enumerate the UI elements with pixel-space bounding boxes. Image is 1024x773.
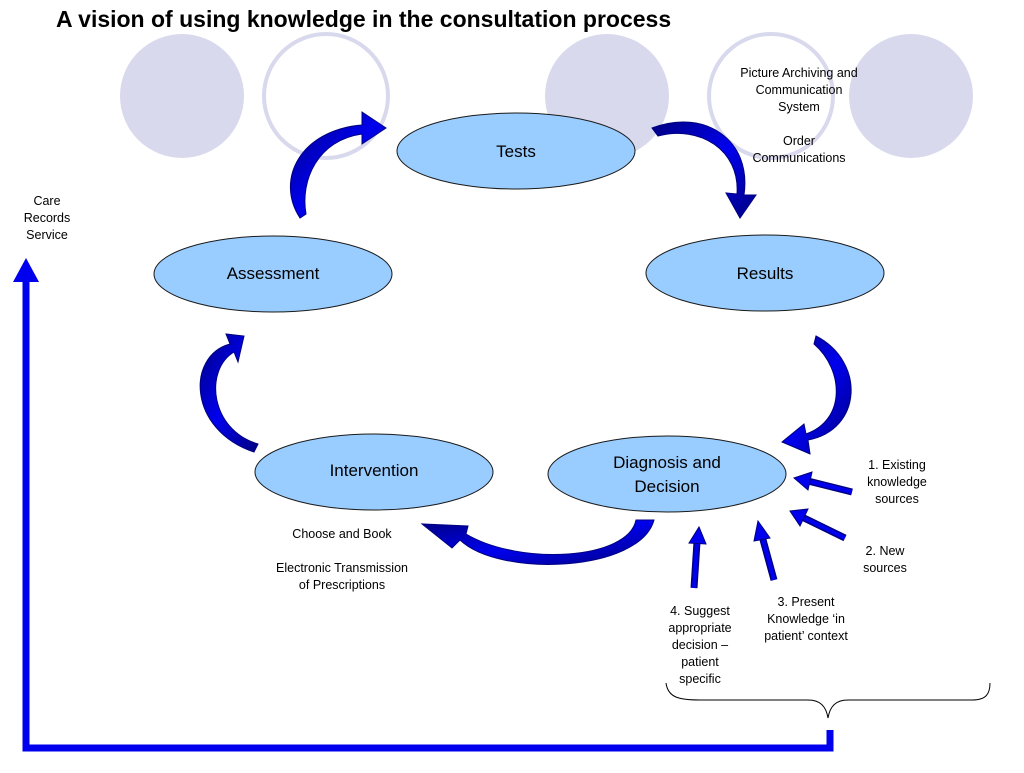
note-present-line2: Knowledge ‘in xyxy=(767,612,845,626)
note-etp-line1: Electronic Transmission xyxy=(276,561,408,575)
node-label-assessment: Assessment xyxy=(226,264,320,283)
arrow-assessment-to-tests xyxy=(290,111,387,219)
note-existing-line2: knowledge xyxy=(867,475,927,489)
note-pacs-line2: Communication xyxy=(755,83,843,97)
page-title: A vision of using knowledge in the consu… xyxy=(56,6,672,32)
note-present-line1: 3. Present xyxy=(777,595,835,609)
node-intervention xyxy=(254,433,494,511)
arrow-diagnosis-to-intervention xyxy=(420,519,655,565)
note-pacs: Picture Archiving and Communication Syst… xyxy=(718,65,880,116)
note-suggest-line4: patient xyxy=(681,655,719,669)
arrow-intervention-to-assessment xyxy=(199,333,259,453)
node-results xyxy=(645,234,885,312)
note-electronic-transmission: Electronic Transmission of Prescriptions xyxy=(257,560,427,594)
feedback-loop-arrow xyxy=(22,280,834,752)
decor-circle-4 xyxy=(707,32,835,160)
node-diagnosis xyxy=(547,435,787,513)
node-label-tests: Tests xyxy=(496,142,536,161)
note-pacs-line3: System xyxy=(778,100,820,114)
grouping-brace xyxy=(665,682,991,719)
note-care-line2: Records xyxy=(23,211,71,225)
node-label-intervention: Intervention xyxy=(329,461,419,480)
note-order-communications: Order Communications xyxy=(728,133,870,167)
note-new-line2: sources xyxy=(863,561,907,575)
note-existing-knowledge: 1. Existing knowledge sources xyxy=(848,457,946,508)
arrow-results-to-diagnosis xyxy=(781,335,852,455)
note-suggest-line2: appropriate xyxy=(668,621,732,635)
knowledge-arrow-present xyxy=(753,519,778,581)
note-pacs-line1: Picture Archiving and xyxy=(740,66,858,80)
note-care-line1: Care xyxy=(33,194,61,208)
note-suggest-decision: 4. Suggest appropriate decision – patien… xyxy=(654,603,746,688)
note-suggest-line3: decision – xyxy=(671,638,729,652)
knowledge-arrow-new xyxy=(789,508,847,542)
feedback-arrowhead xyxy=(13,258,39,282)
note-existing-line3: sources xyxy=(875,492,919,506)
decor-circle-1 xyxy=(120,34,244,158)
note-suggest-line1: 4. Suggest xyxy=(670,604,730,618)
note-order-line1: Order xyxy=(783,134,815,148)
note-existing-line1: 1. Existing xyxy=(868,458,926,472)
knowledge-arrow-existing xyxy=(793,471,853,496)
note-present-knowledge: 3. Present Knowledge ‘in patient’ contex… xyxy=(748,594,864,645)
node-tests xyxy=(396,112,636,190)
note-choose-and-book: Choose and Book xyxy=(292,527,392,541)
note-suggest-line5: specific xyxy=(679,672,721,686)
note-new-sources: 2. New sources xyxy=(843,543,927,577)
note-care-records-service: Care Records Service xyxy=(10,193,84,244)
note-present-line3: patient’ context xyxy=(764,629,848,643)
note-new-line1: 2. New xyxy=(865,544,905,558)
knowledge-arrow-suggest xyxy=(688,525,707,589)
note-etp-line2: of Prescriptions xyxy=(298,578,386,592)
node-label-diagnosis: Diagnosis and Decision xyxy=(567,451,767,499)
decor-circle-5 xyxy=(849,34,973,158)
decor-circle-2 xyxy=(262,32,390,160)
arrow-tests-to-results xyxy=(651,121,757,219)
node-label-diagnosis-line1: Diagnosis and xyxy=(613,453,721,472)
node-label-diagnosis-line2: Decision xyxy=(634,477,700,496)
node-label-results: Results xyxy=(736,264,794,283)
node-assessment xyxy=(153,235,393,313)
note-care-line3: Service xyxy=(26,228,68,242)
note-order-line2: Communications xyxy=(752,151,846,165)
